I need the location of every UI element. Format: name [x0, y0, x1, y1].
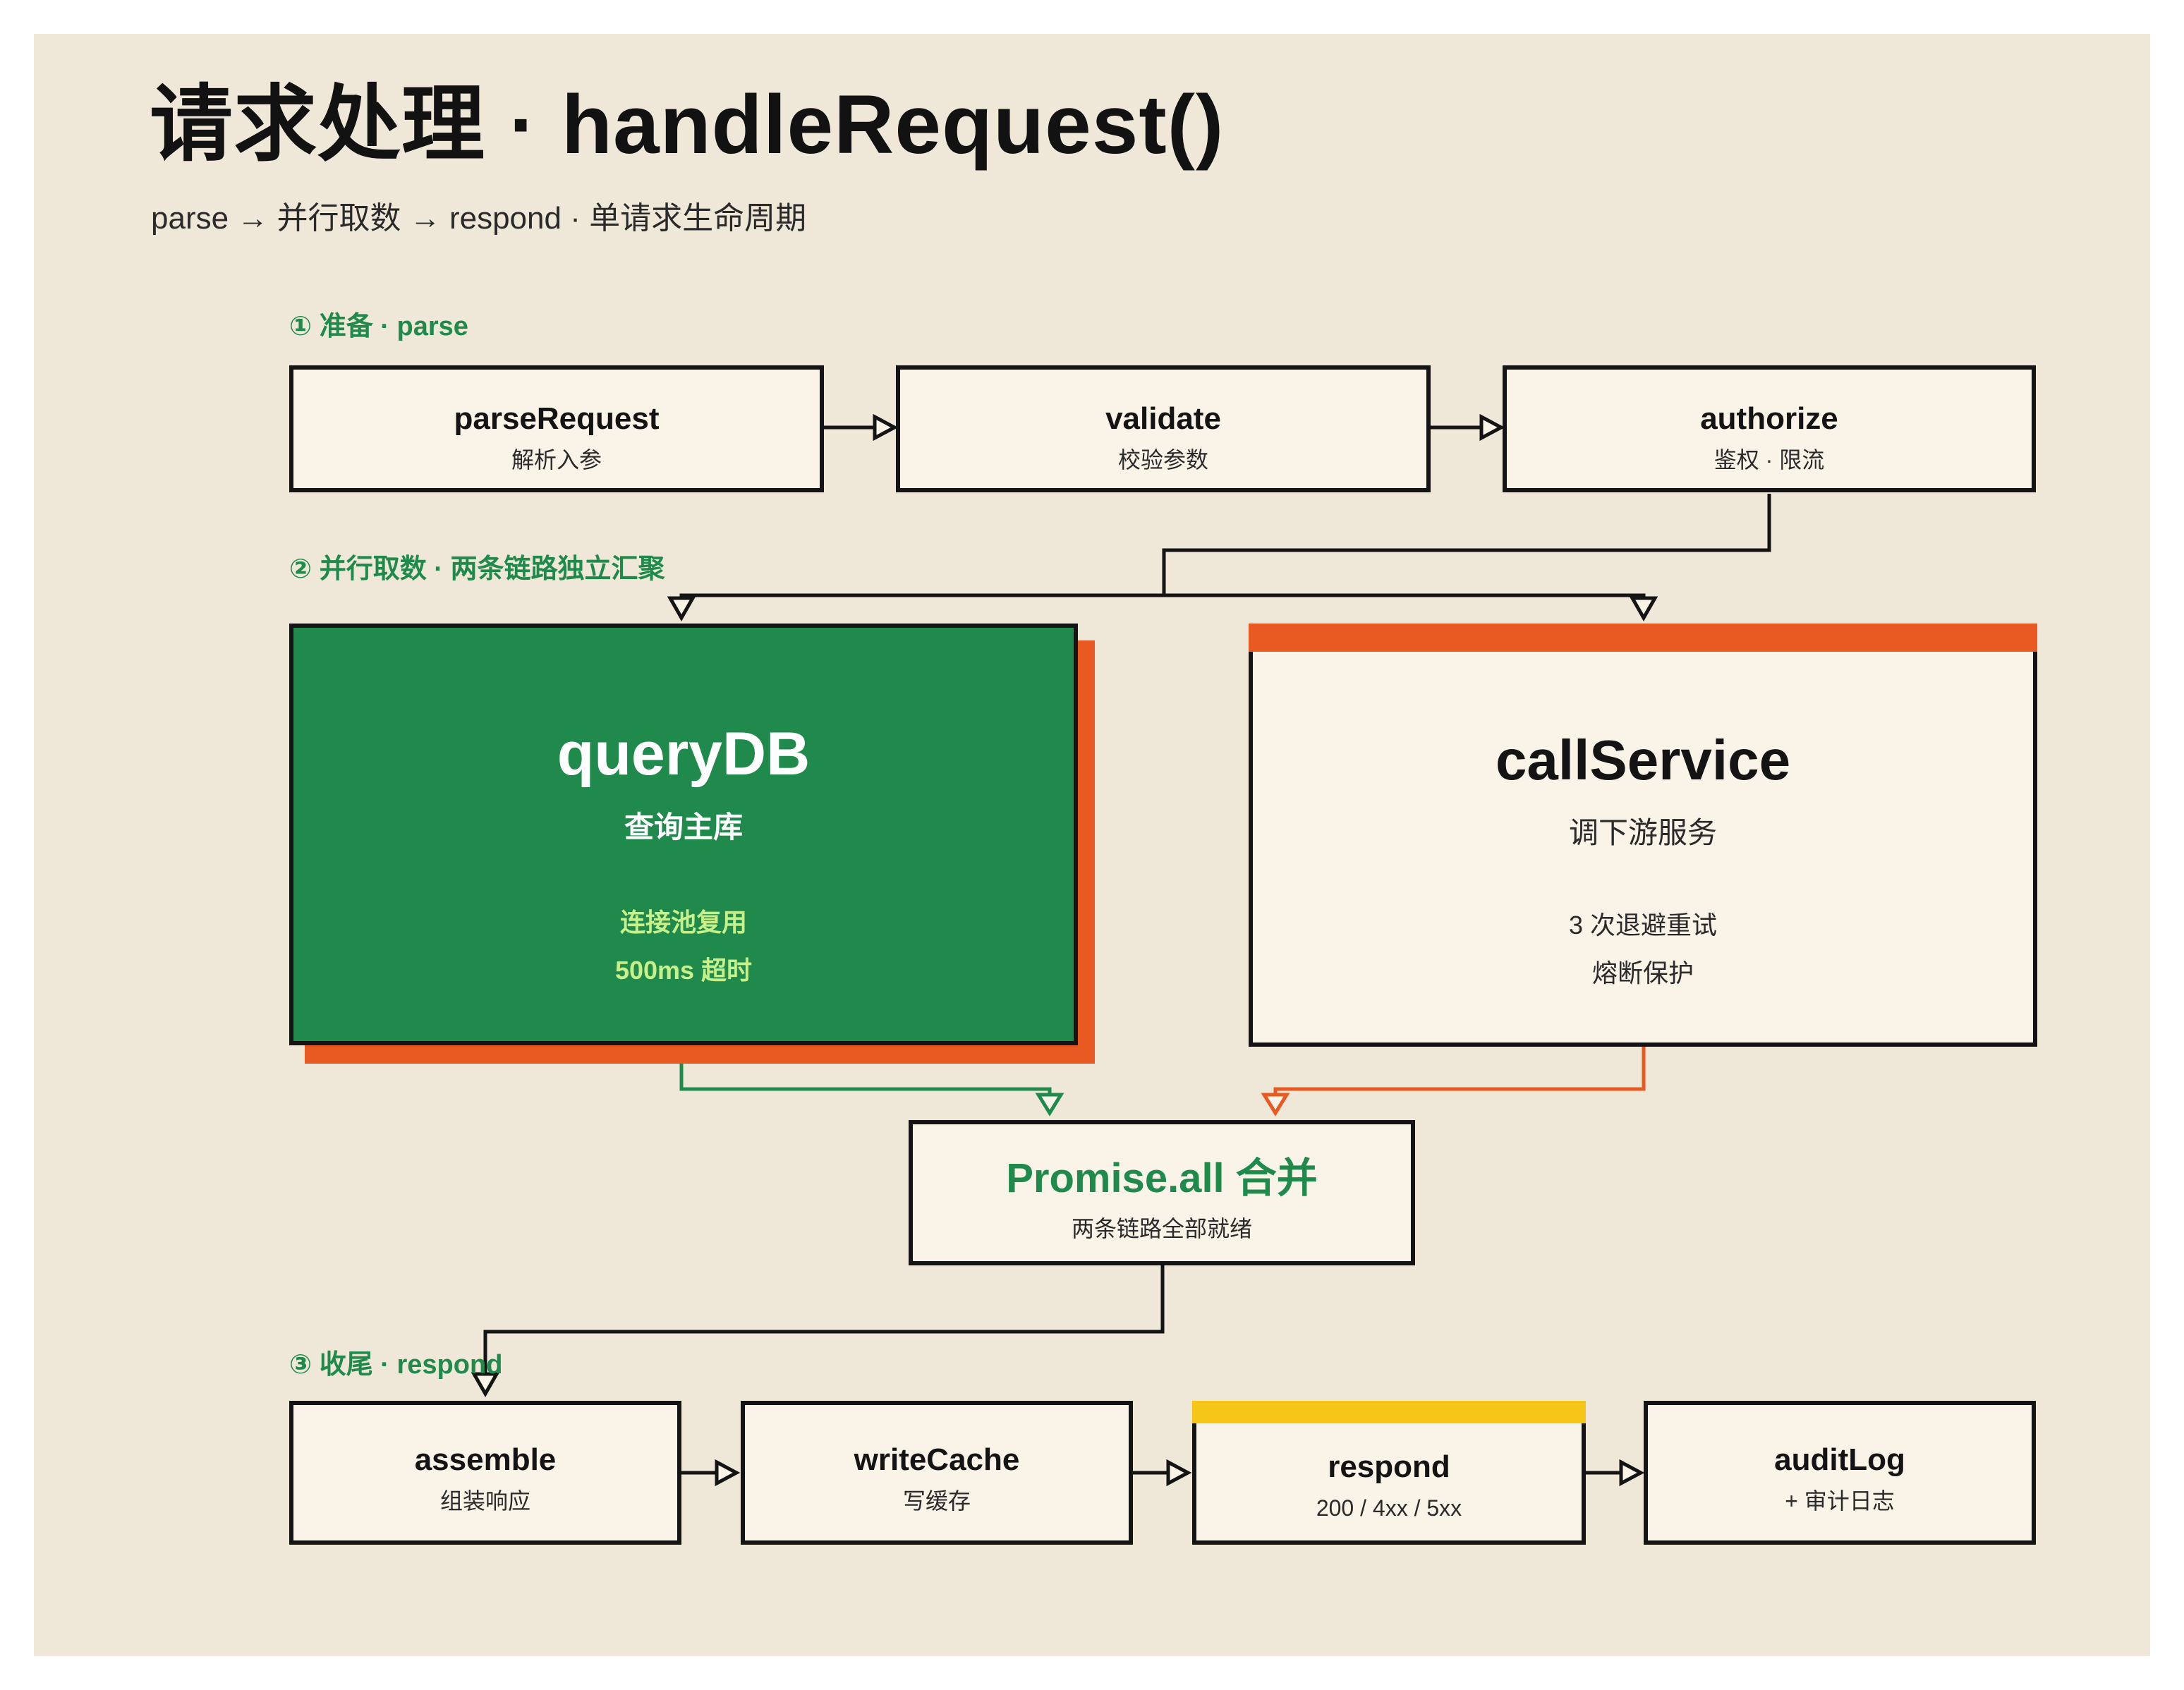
- node-write-cache[interactable]: writeCache 写缓存: [741, 1401, 1133, 1545]
- node-respond[interactable]: respond 200 / 4xx / 5xx: [1192, 1401, 1586, 1545]
- node-title: validate: [1105, 401, 1221, 436]
- section-label-prepare: ① 准备 · parse: [289, 312, 468, 341]
- node-title: writeCache: [854, 1442, 1020, 1477]
- arrow-merge-to-assemble: [471, 1265, 1165, 1398]
- node-subtitle: 写缓存: [902, 1488, 971, 1514]
- node-note: 熔断保护: [1591, 959, 1694, 987]
- node-subtitle: 两条链路全部就绪: [1071, 1216, 1252, 1241]
- arrow-assemble-to-writecache: [681, 1459, 741, 1487]
- node-title: queryDB: [557, 720, 811, 788]
- node-subtitle: 查询主库: [624, 810, 743, 844]
- node-parse-request[interactable]: parseRequest 解析入参: [289, 365, 824, 492]
- node-subtitle: 鉴权 · 限流: [1713, 447, 1825, 473]
- node-querydb[interactable]: queryDB 查询主库 连接池复用 500ms 超时: [289, 624, 1078, 1045]
- section-label-finish: ③ 收尾 · respond: [289, 1350, 503, 1380]
- accent-bar: [1192, 1401, 1586, 1423]
- arrow-authorize-fanout: [667, 494, 1771, 622]
- node-title: authorize: [1700, 401, 1838, 436]
- node-title: callService: [1495, 729, 1791, 791]
- node-subtitle: 调下游服务: [1568, 816, 1717, 849]
- node-audit-log[interactable]: auditLog + 审计日志: [1644, 1401, 2036, 1545]
- node-note: 连接池复用: [619, 908, 747, 937]
- arrow-parse-to-validate: [824, 413, 899, 442]
- section-label-parallel: ② 并行取数 · 两条链路独立汇聚: [289, 554, 665, 584]
- node-title: Promise.all 合并: [1006, 1155, 1318, 1201]
- node-title: assemble: [414, 1442, 557, 1477]
- arrow-respond-to-auditlog: [1586, 1459, 1645, 1487]
- node-subtitle: 200 / 4xx / 5xx: [1316, 1495, 1462, 1521]
- node-note: 500ms 超时: [614, 956, 753, 985]
- node-authorize[interactable]: authorize 鉴权 · 限流: [1503, 365, 2036, 492]
- page-subtitle: parse → 并行取数 → respond · 单请求生命周期: [151, 201, 807, 236]
- node-subtitle: 解析入参: [511, 447, 602, 473]
- arrow-validate-to-authorize: [1431, 413, 1505, 442]
- node-validate[interactable]: validate 校验参数: [896, 365, 1431, 492]
- arrow-writecache-to-respond: [1133, 1459, 1192, 1487]
- node-subtitle: 组装响应: [439, 1488, 530, 1514]
- accent-bar: [1249, 624, 2037, 652]
- node-callservice[interactable]: callService 调下游服务 3 次退避重试 熔断保护: [1249, 624, 2037, 1047]
- page-title: 请求处理 · handleRequest(): [150, 78, 1225, 171]
- arrow-callservice-to-merge: [1261, 1047, 1646, 1117]
- node-title: respond: [1328, 1449, 1450, 1484]
- arrow-querydb-to-merge: [679, 1047, 1064, 1117]
- node-assemble[interactable]: assemble 组装响应: [289, 1401, 681, 1545]
- node-subtitle: + 审计日志: [1785, 1488, 1895, 1514]
- node-subtitle: 校验参数: [1117, 447, 1208, 473]
- node-note: 3 次退避重试: [1568, 911, 1718, 940]
- node-promise-all-merge[interactable]: Promise.all 合并 两条链路全部就绪: [909, 1120, 1415, 1265]
- node-title: auditLog: [1774, 1442, 1905, 1477]
- node-title: parseRequest: [454, 401, 660, 436]
